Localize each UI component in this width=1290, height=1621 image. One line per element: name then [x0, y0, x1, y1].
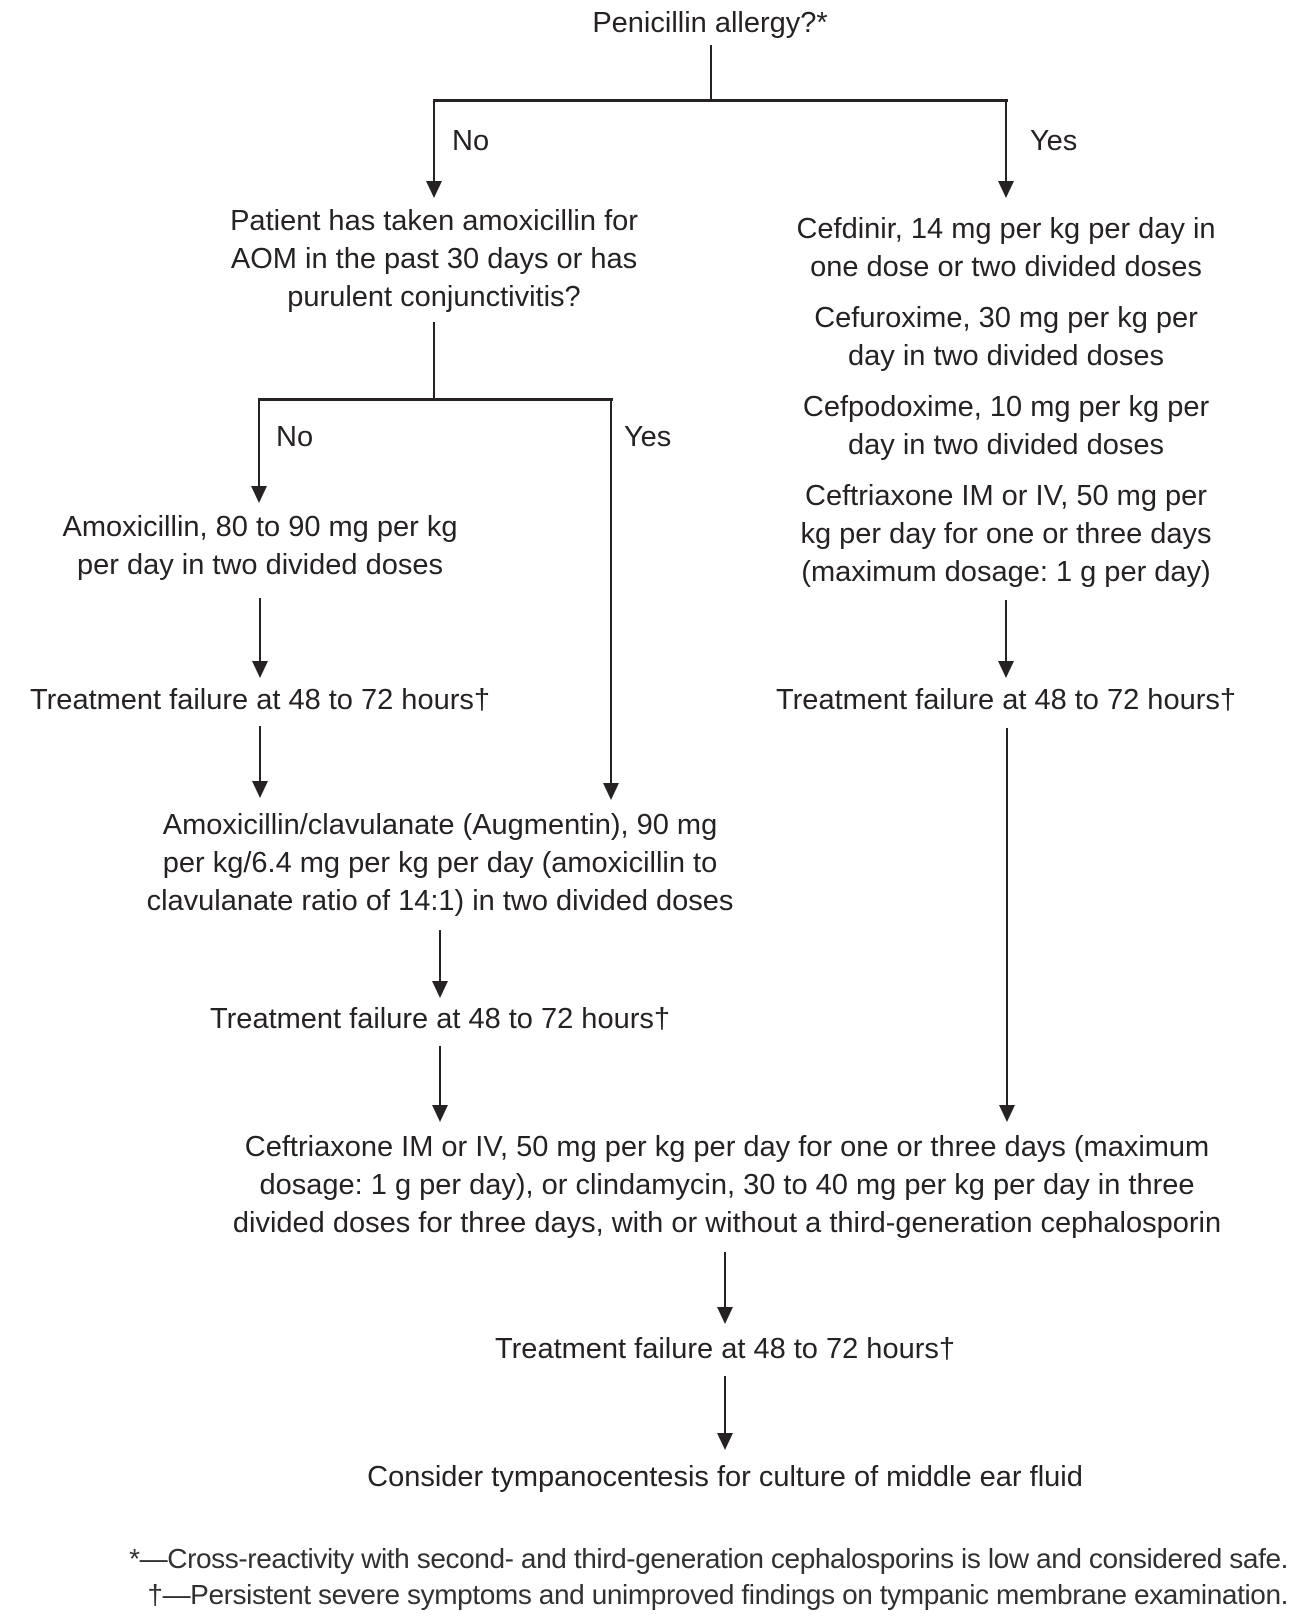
option-cefpodoxime: Cefpodoxime, 10 mg per kg per day in two… — [802, 391, 1210, 461]
arrow-combined-failure — [715, 1252, 735, 1324]
arrow-augmentin-failure — [430, 930, 450, 998]
arrow-options-failure — [996, 600, 1016, 678]
arrow-shaft — [724, 1376, 726, 1436]
arrow-head-icon — [999, 1105, 1015, 1122]
arrow-shaft — [1006, 728, 1008, 1108]
root-yes-label: Yes — [1030, 125, 1078, 157]
arrow-root-no — [424, 100, 444, 198]
connector-question-stem — [433, 322, 435, 400]
node-ceftriaxone-clindamycin: Ceftriaxone IM or IV, 50 mg per kg per d… — [232, 1131, 1222, 1239]
arrow-shaft — [258, 399, 260, 489]
arrow-head-icon — [998, 181, 1014, 198]
node-treatment-failure-left-2: Treatment failure at 48 to 72 hours† — [210, 1003, 670, 1035]
arrow-shaft — [439, 930, 441, 984]
connector-root-branch — [433, 99, 1008, 102]
arrow-head-icon — [603, 783, 619, 800]
arrow-head-icon — [252, 661, 268, 678]
option-cefdinir: Cefdinir, 14 mg per kg per day in one do… — [796, 213, 1216, 283]
arrow-head-icon — [432, 981, 448, 998]
node-tympanocentesis: Consider tympanocentesis for culture of … — [367, 1461, 1083, 1493]
arrow-question-yes — [601, 399, 621, 800]
arrow-failure-tympanocentesis — [715, 1376, 735, 1450]
arrow-right-merge — [997, 728, 1017, 1122]
node-treatment-failure-left-1: Treatment failure at 48 to 72 hours† — [30, 684, 490, 716]
arrow-failure-ceftriaxone — [430, 1046, 450, 1122]
arrow-head-icon — [426, 181, 442, 198]
arrow-shaft — [439, 1046, 441, 1108]
footnote-dagger: †—Persistent severe symptoms and unimpro… — [147, 1579, 1288, 1610]
arrow-head-icon — [998, 661, 1014, 678]
connector-question-branch — [258, 398, 613, 401]
option-ceftriaxone: Ceftriaxone IM or IV, 50 mg per kg per d… — [800, 480, 1212, 588]
connector-root-stem — [710, 45, 712, 101]
arrow-head-icon — [252, 781, 268, 798]
node-amoxicillin-history-question: Patient has taken amoxicillin for AOM in… — [230, 205, 638, 313]
question-no-label: No — [276, 421, 314, 453]
node-treatment-failure-right: Treatment failure at 48 to 72 hours† — [776, 684, 1236, 716]
arrow-head-icon — [251, 486, 267, 503]
arrow-shaft — [259, 598, 261, 664]
arrow-shaft — [1005, 600, 1007, 664]
question-yes-label: Yes — [624, 421, 672, 453]
arrow-head-icon — [432, 1105, 448, 1122]
root-no-label: No — [452, 125, 490, 157]
arrow-root-yes — [996, 100, 1016, 198]
arrow-shaft — [724, 1252, 726, 1310]
node-augmentin-dose: Amoxicillin/clavulanate (Augmentin), 90 … — [146, 809, 734, 917]
arrow-failure-augmentin — [250, 726, 270, 798]
node-penicillin-allergy-question: Penicillin allergy?* — [592, 7, 828, 39]
arrow-shaft — [1005, 100, 1007, 184]
arrow-head-icon — [717, 1307, 733, 1324]
footnote-asterisk: *—Cross-reactivity with second- and thir… — [129, 1543, 1288, 1574]
arrow-head-icon — [717, 1433, 733, 1450]
node-treatment-failure-final: Treatment failure at 48 to 72 hours† — [495, 1333, 955, 1365]
arrow-shaft — [433, 100, 435, 184]
arrow-shaft — [610, 399, 612, 786]
node-cephalosporin-options: Cefdinir, 14 mg per kg per day in one do… — [790, 210, 1222, 591]
arrow-shaft — [259, 726, 261, 784]
node-amoxicillin-dose: Amoxicillin, 80 to 90 mg per kg per day … — [62, 511, 458, 581]
arrow-question-no — [249, 399, 269, 503]
arrow-amoxicillin-failure — [250, 598, 270, 678]
option-cefuroxime: Cefuroxime, 30 mg per kg per day in two … — [814, 302, 1198, 372]
